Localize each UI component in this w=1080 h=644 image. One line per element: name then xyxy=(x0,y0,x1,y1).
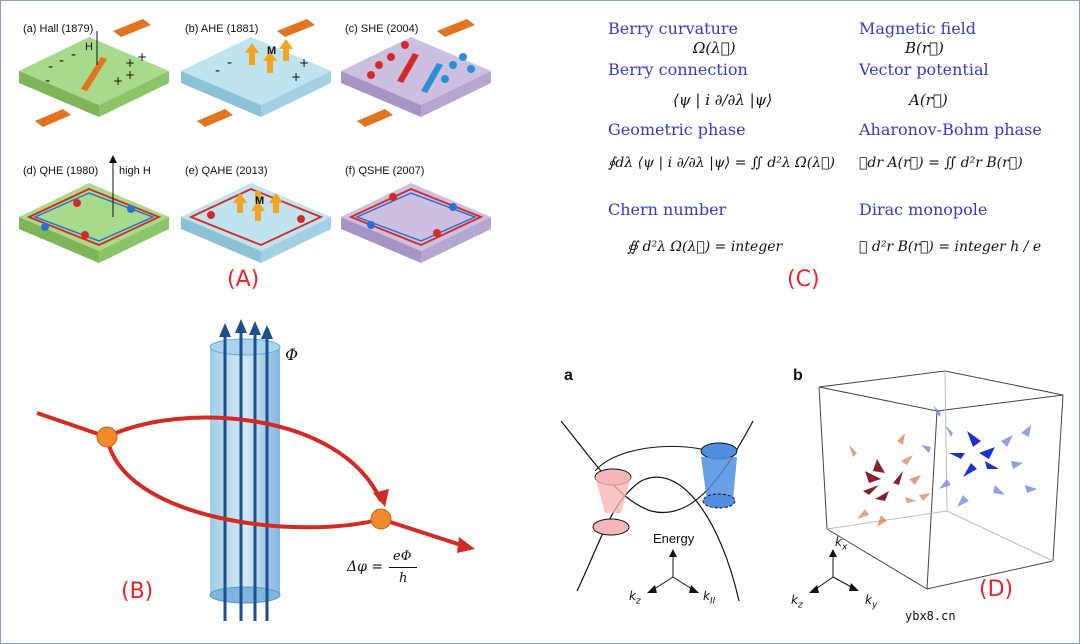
axis-kz-b: kz xyxy=(791,593,803,611)
heading-berry-connection: Berry connection xyxy=(608,60,748,79)
eq-geometric-phase: ∮dλ ⟨ψ | i ∂/∂λ |ψ⟩ = ∬ d²λ Ω(λ⃗) xyxy=(608,155,835,171)
watermark: ybx8.cn xyxy=(905,609,956,623)
heading-chern-number: Chern number xyxy=(608,200,727,219)
phase-fraction-bar xyxy=(389,567,417,568)
label-magnet-m-bottom: M xyxy=(255,195,265,207)
svg-text:-: - xyxy=(227,55,232,71)
heading-berry-curvature: Berry curvature xyxy=(608,19,738,38)
svg-text:+: + xyxy=(137,50,147,64)
heading-geometric-phase: Geometric phase xyxy=(608,120,746,139)
label-qshe: (f) QSHE (2007) xyxy=(345,165,425,177)
energy-label: Energy xyxy=(653,531,695,546)
axis-kz-a: kz xyxy=(629,589,641,607)
label-high-h: high H xyxy=(119,165,151,177)
svg-text:-: - xyxy=(48,59,53,75)
subpanel-a-letter: a xyxy=(564,367,573,384)
eq-berry-connection: ⟨ψ | i ∂/∂λ |ψ⟩ xyxy=(673,91,773,109)
svg-text:+: + xyxy=(113,74,123,88)
axis-ky-b: ky xyxy=(865,593,878,611)
eq-chern-number: ∯ d²λ Ω(λ⃗) = integer xyxy=(627,239,783,255)
slab-ahe: -- ++ xyxy=(181,19,331,127)
eq-ab-phase: ∮dr A(r⃗) = ∬ d²r B(r⃗) xyxy=(859,155,1023,171)
eq-dirac-monopole: ∯ d²r B(r⃗) = integer h / e xyxy=(859,239,1042,255)
label-qhe: (d) QHE (1980) xyxy=(23,165,99,177)
slab-qhe xyxy=(19,155,169,263)
slab-qahe xyxy=(181,183,331,263)
phase-numerator: eΦ xyxy=(393,549,412,564)
label-hall: (a) Hall (1879) xyxy=(23,23,94,35)
label-she: (c) SHE (2004) xyxy=(345,23,419,35)
svg-text:+: + xyxy=(125,56,135,70)
svg-text:+: + xyxy=(125,68,135,82)
heading-dirac-monopole: Dirac monopole xyxy=(859,200,988,219)
eq-vector-potential: A(r⃗) xyxy=(909,91,948,109)
axis-kpar-a: kII xyxy=(703,589,716,607)
heading-magnetic-field: Magnetic field xyxy=(859,19,977,38)
slab-hall: -- -- ++ ++ xyxy=(19,19,169,127)
svg-text:-: - xyxy=(59,53,64,69)
heading-vector-potential: Vector potential xyxy=(859,60,989,79)
eq-magnetic-field: B(r⃗) xyxy=(905,39,944,57)
panel-b-tag: (B) xyxy=(121,579,154,604)
label-ahe: (b) AHE (1881) xyxy=(185,23,259,35)
label-field-h: H xyxy=(85,41,93,53)
label-qahe: (e) QAHE (2013) xyxy=(185,165,268,177)
subpanel-b-letter: b xyxy=(793,367,803,384)
flux-symbol: Φ xyxy=(285,345,299,364)
svg-text:+: + xyxy=(299,56,309,70)
svg-text:-: - xyxy=(215,63,220,79)
phase-denominator: h xyxy=(399,571,408,586)
eq-berry-curvature: Ω(λ⃗) xyxy=(693,39,736,57)
panel-c-tag: (C) xyxy=(787,267,820,292)
label-magnet-m-top: M xyxy=(267,45,277,57)
svg-text:+: + xyxy=(291,70,301,84)
phase-lhs: Δφ = xyxy=(347,559,384,575)
svg-text:-: - xyxy=(45,73,50,89)
heading-ab-phase: Aharonov-Bohm phase xyxy=(859,120,1042,139)
svg-text:-: - xyxy=(71,47,76,63)
panel-a-tag: (A) xyxy=(227,267,260,292)
slab-she xyxy=(341,19,491,127)
panel-d-tag: (D) xyxy=(979,577,1014,602)
axis-kx-b: kx xyxy=(835,535,848,553)
slab-qshe xyxy=(341,183,491,263)
